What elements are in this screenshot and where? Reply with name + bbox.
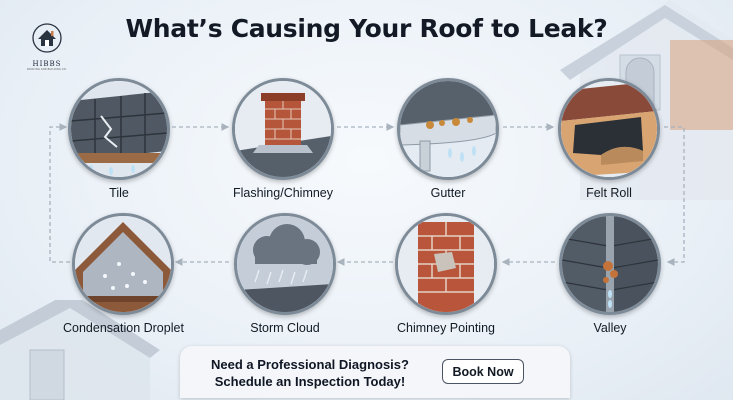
cause-image-condensation-droplet <box>72 213 174 315</box>
cause-card-valley: Valley <box>550 213 670 335</box>
cause-image-felt-roll <box>558 78 660 180</box>
page-title: What’s Causing Your Roof to Leak? <box>125 14 608 43</box>
cause-label: Flashing/Chimney <box>232 186 334 200</box>
cause-card-flashing-chimney: Flashing/Chimney <box>223 78 343 200</box>
background-house-left-icon <box>0 300 160 400</box>
cause-label: Gutter <box>430 186 466 200</box>
cause-label: Chimney Pointing <box>397 321 495 335</box>
cause-image-chimney-pointing <box>395 213 497 315</box>
cause-card-tile: Tile <box>59 78 179 200</box>
cta-text: Need a Professional Diagnosis? Schedule … <box>200 356 420 390</box>
cause-image-flashing-chimney <box>232 78 334 180</box>
cause-card-storm-cloud: Storm Cloud <box>225 213 345 335</box>
cause-label: Felt Roll <box>586 186 632 200</box>
cause-card-condensation-droplet: Condensation Droplet <box>63 213 184 335</box>
broken-tile-icon <box>71 81 167 177</box>
roof-valley-icon <box>562 216 658 312</box>
cause-card-chimney-pointing: Chimney Pointing <box>386 213 506 335</box>
cta-banner: Need a Professional Diagnosis? Schedule … <box>180 346 570 398</box>
gutter-icon <box>400 81 496 177</box>
chimney-flashing-icon <box>235 81 331 177</box>
cause-image-storm-cloud <box>234 213 336 315</box>
arrow-condensation-loop <box>49 123 70 263</box>
cause-card-gutter: Gutter <box>388 78 508 200</box>
cause-image-valley <box>559 213 661 315</box>
logo-tagline: ROOFING AND BUILDING CO. <box>27 68 67 71</box>
company-logo: HIBBS ROOFING AND BUILDING CO. <box>22 22 72 80</box>
cta-line-1: Need a Professional Diagnosis? <box>211 357 409 372</box>
cta-line-2: Schedule an Inspection Today! <box>214 374 406 389</box>
condensation-droplet-icon <box>75 216 171 312</box>
cause-card-felt-roll: Felt Roll <box>549 78 669 200</box>
cause-label: Valley <box>593 321 627 335</box>
cause-label: Tile <box>109 186 129 200</box>
logo-brand-text: HIBBS <box>32 60 62 68</box>
arrow-felt-to-valley <box>664 126 685 266</box>
book-now-button[interactable]: Book Now <box>442 359 524 384</box>
felt-roll-icon <box>561 81 657 177</box>
cause-image-tile <box>68 78 170 180</box>
cause-image-gutter <box>397 78 499 180</box>
cause-label: Condensation Droplet <box>63 321 184 335</box>
chimney-pointing-icon <box>398 216 494 312</box>
storm-cloud-icon <box>237 216 333 312</box>
house-logo-icon <box>32 23 62 53</box>
cause-label: Storm Cloud <box>250 321 320 335</box>
